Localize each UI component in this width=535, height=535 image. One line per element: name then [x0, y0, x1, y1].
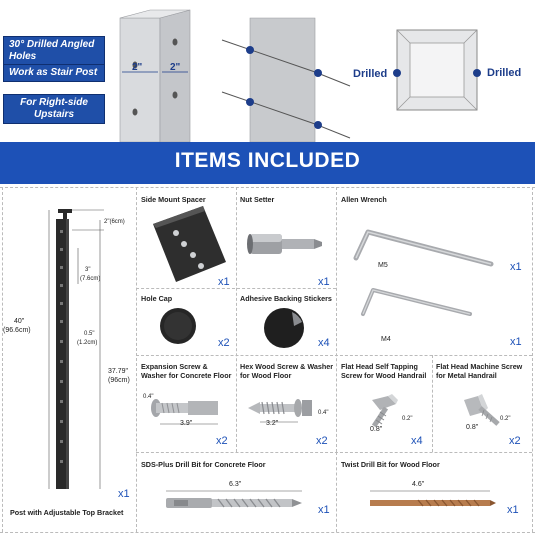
twist-bit-title: Twist Drill Bit for Wood Floor: [341, 460, 440, 469]
drilled-left-label: Drilled: [353, 68, 388, 80]
stickers-image: [264, 308, 304, 348]
twist-bit-len: 4.6": [412, 481, 425, 488]
dim-width-a: 2": [132, 62, 143, 73]
sds-bit-qty: x1: [318, 504, 330, 516]
post-height: 37.79": [108, 368, 129, 375]
expansion-screw-qty: x2: [216, 435, 228, 447]
machine-screw-qty: x2: [509, 435, 521, 447]
post-spacing-b: 0.5": [84, 331, 95, 337]
sds-bit-title: SDS-Plus Drill Bit for Concrete Floor: [141, 460, 266, 469]
sds-bit-len: 6.3": [229, 481, 242, 488]
allen-wrench-m4-qty: x1: [510, 336, 522, 348]
hex-wood-screw-image: [248, 399, 312, 423]
post-bracket-dim: 2"(6cm): [104, 219, 125, 225]
allen-wrench-m4-image: [361, 288, 472, 316]
nut-setter-qty: x1: [318, 276, 330, 288]
expansion-screw-image: [151, 399, 218, 425]
twist-bit-qty: x1: [507, 504, 519, 516]
badge-right-side: For Right-side Upstairs: [3, 94, 105, 124]
hex-wood-screw-title: Hex Wood Screw & Washer for Wood Floor: [240, 362, 334, 380]
hex-wood-screw-qty: x2: [316, 435, 328, 447]
post-spacing-b-cm: (1.2cm): [77, 340, 98, 346]
banner-title: ITEMS INCLUDED: [174, 149, 361, 172]
self-tapping-qty: x4: [411, 435, 423, 447]
stickers-title: Adhesive Backing Stickers: [240, 294, 332, 303]
hole-cap-title: Hole Cap: [141, 294, 173, 303]
machine-screw-len: 0.8": [466, 424, 479, 431]
post-drawing: [48, 209, 104, 489]
sds-bit-image: [166, 490, 302, 508]
post-spacing-a: 3": [85, 267, 91, 273]
side-mount-spacer-image: [153, 206, 226, 282]
twist-bit-image: [370, 490, 496, 507]
nut-setter-image: [247, 234, 322, 254]
items-included-banner: [0, 142, 535, 184]
machine-screw-title: Flat Head Machine Screw for Metal Handra…: [436, 362, 523, 380]
expansion-screw-len: 3.9": [180, 420, 193, 427]
machine-screw-dia: 0.2": [500, 416, 511, 422]
allen-wrench-m5-qty: x1: [510, 261, 522, 273]
hole-cap-image: [160, 308, 196, 344]
allen-wrench-m5-image: [353, 229, 494, 267]
hex-wood-screw-dia: 0.4": [318, 410, 329, 416]
post-title: Post with Adjustable Top Bracket: [10, 508, 124, 517]
dim-width-b: 2": [170, 62, 181, 73]
side-mount-spacer-qty: x1: [218, 276, 230, 288]
post-total-height: 40": [14, 318, 25, 325]
stickers-qty: x4: [318, 337, 330, 349]
self-tapping-len: 0.8": [370, 426, 383, 433]
allen-wrench-title: Allen Wrench: [341, 195, 387, 204]
post-spacing-a-cm: (7.6cm): [80, 276, 101, 282]
square-post-illustration: [119, 9, 481, 142]
post-total-height-cm: (96.6cm): [3, 327, 31, 334]
hole-cap-qty: x2: [218, 337, 230, 349]
self-tapping-title: Flat Head Self Tapping Screw for Wood Ha…: [341, 362, 427, 380]
side-mount-spacer-title: Side Mount Spacer: [141, 195, 206, 204]
allen-wrench-m5-label: M5: [378, 262, 388, 269]
self-tapping-image: [371, 394, 398, 428]
allen-wrench-m4-label: M4: [381, 336, 391, 343]
expansion-screw-dia: 0.4": [143, 394, 154, 400]
badge-angled-holes: 30° Drilled Angled Holes: [3, 36, 105, 66]
machine-screw-image: [464, 394, 500, 426]
badge-stair-post: Work as Stair Post: [3, 64, 105, 82]
drilled-right-label: Drilled: [487, 67, 522, 79]
hex-wood-screw-len: 3.2": [266, 420, 279, 427]
post-qty: x1: [118, 488, 130, 500]
nut-setter-title: Nut Setter: [240, 195, 275, 204]
post-height-cm: (96cm): [108, 377, 130, 384]
self-tapping-dia: 0.2": [402, 416, 413, 422]
top-illustrations: 30° Drilled Angled Holes Work as Stair P…: [0, 0, 535, 142]
expansion-screw-title: Expansion Screw & Washer for Concrete Fl…: [141, 362, 232, 380]
